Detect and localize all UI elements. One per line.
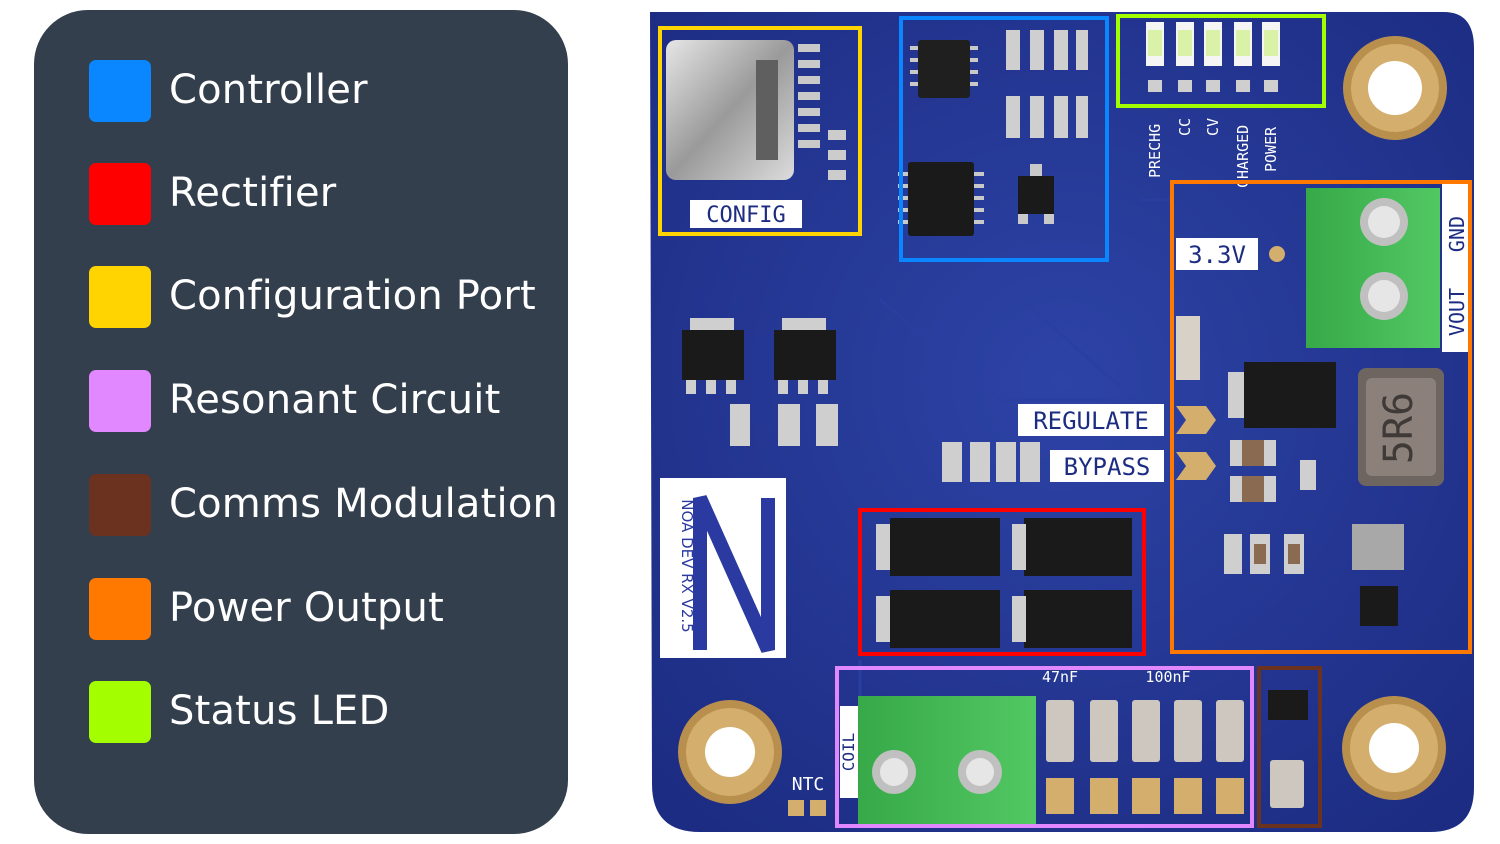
output-ic	[1360, 586, 1398, 626]
swatch-controller	[89, 60, 151, 122]
ntc-label: NTC	[792, 774, 825, 795]
led-label-cv: CV	[1204, 118, 1222, 136]
cap-100nf-label: 100nF	[1145, 668, 1190, 686]
cap-47nf-label: 47nF	[1042, 668, 1078, 686]
output-label-bg	[1442, 182, 1470, 352]
regulate-label: REGULATE	[1033, 407, 1149, 435]
legend-label: Status LED	[169, 688, 390, 734]
output-diode	[1228, 362, 1336, 428]
legend-label: Controller	[169, 67, 368, 113]
swatch-power-output	[89, 578, 151, 640]
led-label-power: POWER	[1262, 126, 1280, 172]
output-ic-metal	[1352, 524, 1404, 570]
region-rectifier	[858, 508, 1146, 656]
swatch-configuration-port	[89, 266, 151, 328]
region-resonant-circuit	[835, 666, 1254, 828]
output-terminal-block	[1306, 188, 1440, 348]
jumper-pads	[1176, 406, 1216, 480]
legend-item-controller: Controller	[89, 60, 559, 122]
controller-mcu	[898, 162, 984, 236]
coil-terminal-block	[858, 696, 1036, 826]
noa-logo-sticker	[660, 478, 786, 658]
coil-label-bg	[840, 706, 858, 798]
swatch-status-led	[89, 681, 151, 743]
legend-item-rectifier: Rectifier	[89, 163, 559, 225]
legend-item-resonant-circuit: Resonant Circuit	[89, 370, 559, 432]
mounting-hole-bottom-left	[678, 700, 782, 804]
legend-label: Rectifier	[169, 170, 337, 216]
resonant-capacitors	[1046, 700, 1244, 814]
regulator-left	[682, 318, 744, 394]
usb-c-connector	[666, 40, 846, 180]
controller-sot-chip	[1018, 164, 1054, 224]
rectifier-diodes	[876, 518, 1132, 648]
region-configuration-port	[658, 26, 862, 236]
mounting-hole-bottom-right	[1342, 696, 1446, 800]
legend-panel: Controller Rectifier Configuration Port …	[34, 10, 568, 834]
vout-label: VOUT	[1445, 288, 1469, 336]
v33-label: 3.3V	[1188, 241, 1246, 269]
controller-chip-top	[910, 40, 978, 98]
v33-label-bg	[1176, 238, 1258, 270]
status-leds	[1146, 22, 1280, 92]
swatch-resonant-circuit	[89, 370, 151, 432]
legend-item-configuration-port: Configuration Port	[89, 266, 559, 328]
regulator-right	[774, 318, 836, 394]
legend-item-power-output: Power Output	[89, 578, 559, 640]
gnd-label: GND	[1445, 216, 1469, 252]
controller-pads	[1006, 30, 1088, 138]
region-controller	[899, 16, 1109, 262]
led-label-cc: CC	[1176, 118, 1194, 136]
inductor	[1358, 368, 1444, 486]
ntc-pads	[788, 800, 826, 816]
inductor-label: 5R6	[1376, 392, 1422, 464]
coil-label: COIL	[839, 733, 858, 772]
swatch-comms-modulation	[89, 474, 151, 536]
board-model-label: NOA DEV RX V2.5	[678, 499, 696, 632]
mounting-hole-top-right	[1343, 36, 1447, 140]
output-capacitors	[1224, 440, 1316, 574]
led-label-prechg: PRECHG	[1146, 124, 1164, 178]
led-label-charged: CHARGED	[1234, 125, 1252, 188]
legend-label: Resonant Circuit	[169, 377, 501, 423]
legend-label: Configuration Port	[169, 273, 536, 319]
sense-resistor	[1176, 316, 1200, 380]
bypass-label: BYPASS	[1064, 453, 1151, 481]
legend-label: Power Output	[169, 585, 444, 631]
region-comms-modulation	[1257, 666, 1322, 828]
legend-item-status-led: Status LED	[89, 681, 559, 743]
region-power-output	[1170, 180, 1472, 654]
regulate-label-bg	[1018, 404, 1164, 436]
comms-modulation-parts	[1268, 690, 1308, 808]
config-label: CONFIG	[706, 203, 785, 228]
region-status-led	[1116, 14, 1326, 108]
pcb-board: CONFIG PRECHG CC CV CHARGED POWER 3.3V	[650, 12, 1474, 832]
bypass-label-bg	[1050, 450, 1164, 482]
v33-test-point	[1269, 246, 1285, 262]
swatch-rectifier	[89, 163, 151, 225]
config-label-bg	[690, 200, 802, 228]
legend-label: Comms Modulation	[169, 481, 559, 527]
legend-item-comms-modulation: Comms Modulation	[89, 474, 559, 536]
left-capacitors	[730, 404, 1040, 482]
